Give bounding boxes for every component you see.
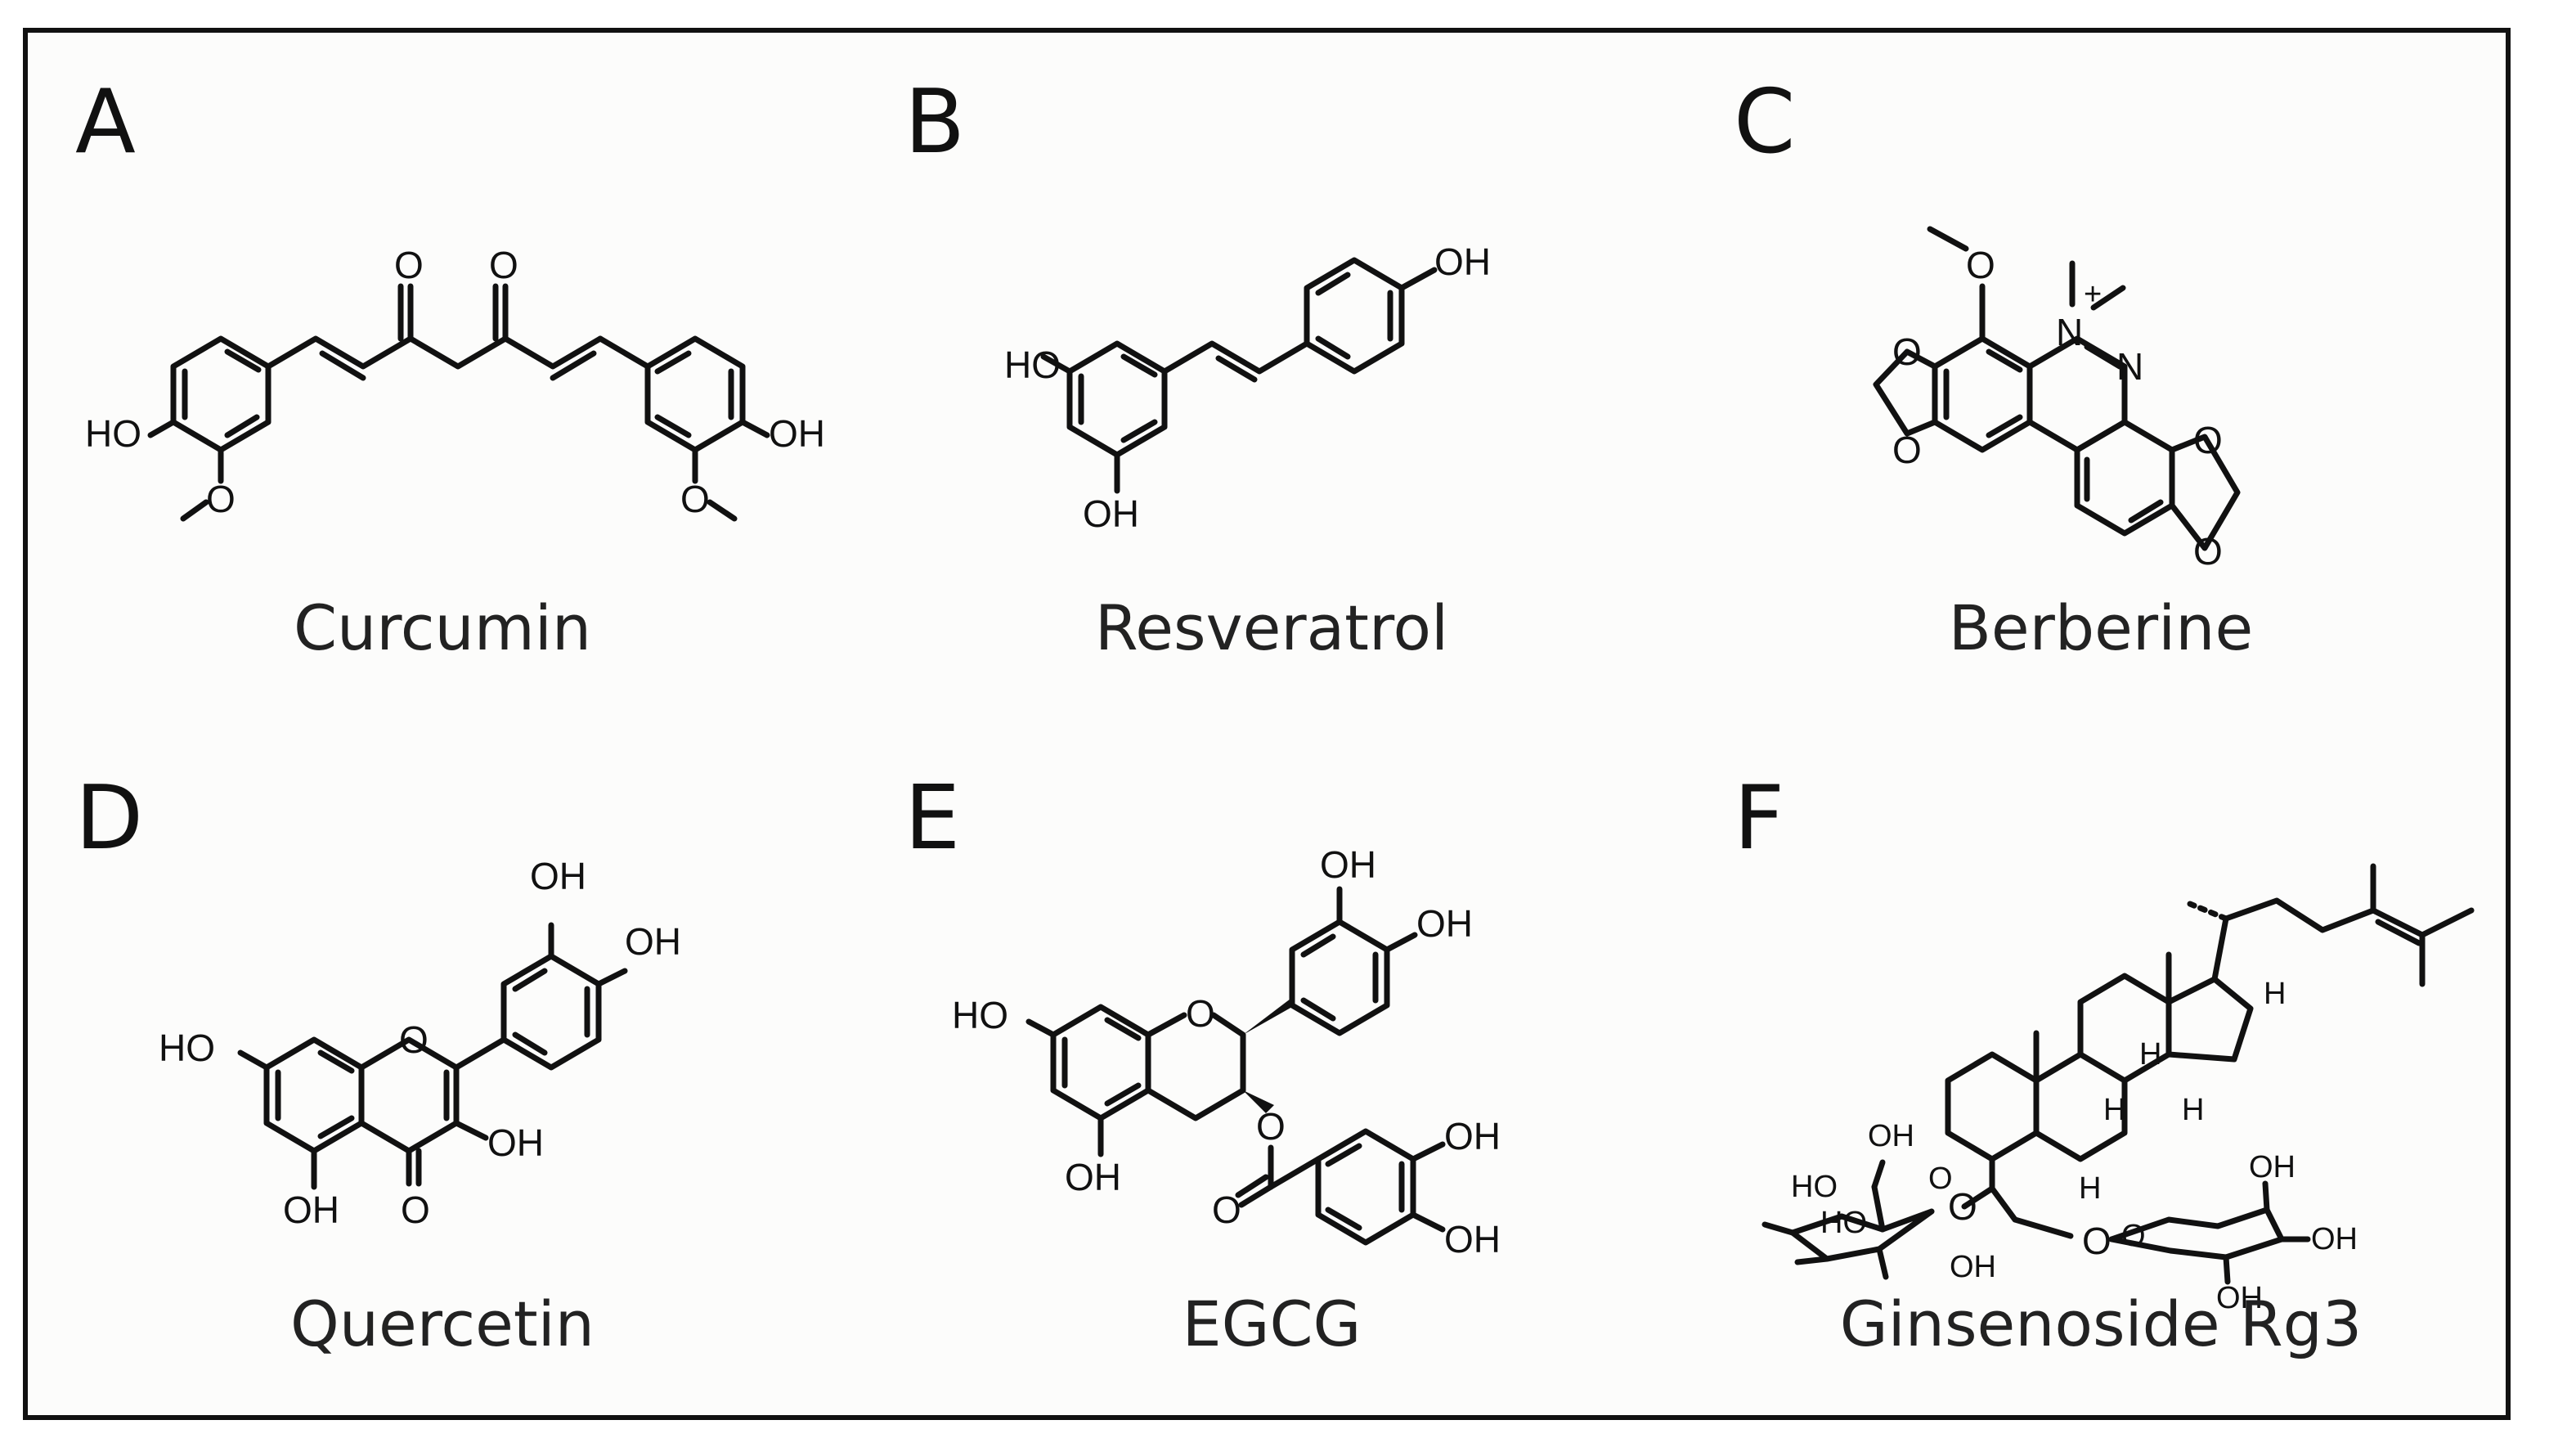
- atom-label: HO: [1004, 344, 1061, 386]
- atom-label: H: [2182, 1093, 2204, 1127]
- panel-letter: D: [75, 767, 144, 870]
- atom-label: OH: [1065, 1156, 1121, 1198]
- atom-label: HO: [159, 1027, 215, 1069]
- atom-label: OH: [1320, 843, 1376, 886]
- atom-label: O: [2193, 530, 2223, 573]
- atom-label: O: [399, 1018, 429, 1061]
- atom-label: O: [1186, 992, 1215, 1035]
- atom-label: O: [2121, 1219, 2146, 1253]
- atom-label: O: [2193, 419, 2223, 461]
- panel-egcg: E: [857, 729, 1686, 1425]
- compound-name: Curcumin: [293, 591, 592, 664]
- atom-label: O: [394, 244, 424, 286]
- atom-label: O: [1212, 1189, 1241, 1231]
- resveratrol-structure: HO OH OH: [1004, 240, 1491, 535]
- panel-quercetin: D HO O OH OH: [28, 729, 857, 1425]
- atom-label: O: [1892, 429, 1922, 471]
- atom-label: OH: [1444, 1115, 1501, 1157]
- compound-name: Quercetin: [290, 1287, 595, 1360]
- curcumin-structure: O O HO O OH O: [85, 244, 825, 522]
- atom-label: H: [2079, 1171, 2101, 1206]
- atom-label: OH: [1444, 1218, 1501, 1261]
- atom-label: OH: [2216, 1281, 2263, 1315]
- atom-label: OH: [487, 1121, 544, 1164]
- compound-name: Berberine: [1948, 591, 2254, 664]
- atom-label: H: [2103, 1093, 2125, 1127]
- atom-label: +: [2084, 277, 2102, 312]
- atom-label: O: [1966, 244, 1995, 286]
- atom-label: O: [1948, 1185, 1977, 1228]
- atom-label: H: [2139, 1037, 2161, 1072]
- atom-label: OH: [1950, 1250, 1996, 1284]
- atom-label: HO: [1820, 1206, 1867, 1240]
- panel-letter: C: [1734, 71, 1796, 173]
- atom-label: OH: [1868, 1119, 1914, 1153]
- atom-label: O: [680, 478, 710, 520]
- atom-label: HO: [85, 412, 141, 455]
- atom-label: OH: [625, 920, 681, 963]
- atom-label: HO: [952, 994, 1008, 1036]
- panel-letter: B: [904, 71, 966, 173]
- atom-label: H: [2264, 977, 2286, 1011]
- atom-label: OH: [769, 412, 825, 455]
- panel-ginsenoside-rg3: F: [1686, 729, 2515, 1425]
- panel-letter: F: [1734, 767, 1785, 870]
- atom-label: HO: [1791, 1170, 1838, 1204]
- atom-label: O: [2082, 1220, 2112, 1262]
- atom-label: OH: [1083, 492, 1139, 535]
- atom-label: OH: [1416, 902, 1473, 945]
- panel-berberine: C O N + N O: [1686, 33, 2515, 729]
- panel-letter: A: [75, 71, 136, 173]
- panel-letter: E: [904, 767, 961, 870]
- ginsenoside-rg3-structure: H H H H H O O OH HO HO OH O O OH OH OH: [1761, 863, 2475, 1315]
- atom-label: N: [2056, 311, 2083, 353]
- panel-resveratrol: B HO OH OH Resveratrol: [857, 33, 1686, 729]
- berberine-structure: O N + N O O O O: [1873, 226, 2241, 573]
- atom-label: O: [1256, 1105, 1286, 1148]
- atom-label: O: [401, 1189, 430, 1231]
- atom-label: OH: [2311, 1222, 2358, 1256]
- figure-frame: A O: [23, 28, 2511, 1420]
- compound-name: EGCG: [1182, 1287, 1362, 1360]
- atom-label: O: [1892, 330, 1922, 373]
- panel-curcumin: A O: [28, 33, 857, 729]
- compound-name: Ginsenoside Rg3: [1839, 1287, 2363, 1360]
- egcg-structure: HO O OH OH OH O O OH OH: [952, 843, 1501, 1261]
- atom-label: O: [489, 244, 518, 286]
- atom-label: OH: [2249, 1150, 2296, 1184]
- atom-label: OH: [1434, 240, 1491, 283]
- atom-label: OH: [530, 855, 586, 897]
- quercetin-structure: HO O OH OH OH OH O: [159, 855, 681, 1231]
- atom-label: O: [1928, 1162, 1953, 1196]
- atom-label: O: [206, 478, 236, 520]
- atom-label: OH: [283, 1189, 339, 1231]
- atom-label: N: [2116, 345, 2143, 388]
- compound-name: Resveratrol: [1094, 591, 1449, 664]
